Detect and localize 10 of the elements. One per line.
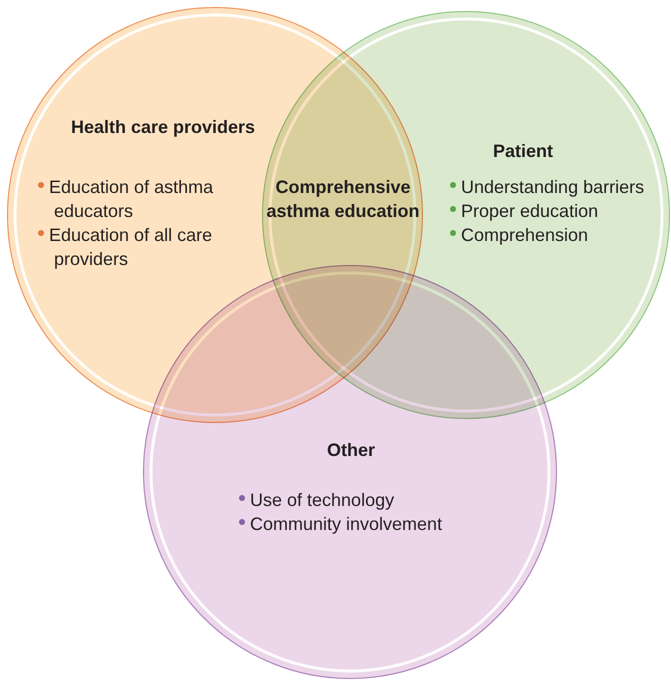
bullet-item: Understanding barriers	[438, 175, 671, 199]
circle-heading: Other	[326, 439, 376, 462]
overlap-label: Comprehensive asthma education	[265, 176, 421, 223]
circle-heading: Health care providers	[70, 116, 256, 139]
bullet-item: Comprehension	[438, 223, 671, 247]
circle-heading: Patient	[492, 140, 554, 163]
bullet-item: Proper education	[438, 199, 671, 223]
bullet-item: Community involvement	[227, 512, 515, 536]
bullet-item: Use of technology	[227, 488, 515, 512]
bullet-item: Education of all care providers	[26, 223, 274, 271]
